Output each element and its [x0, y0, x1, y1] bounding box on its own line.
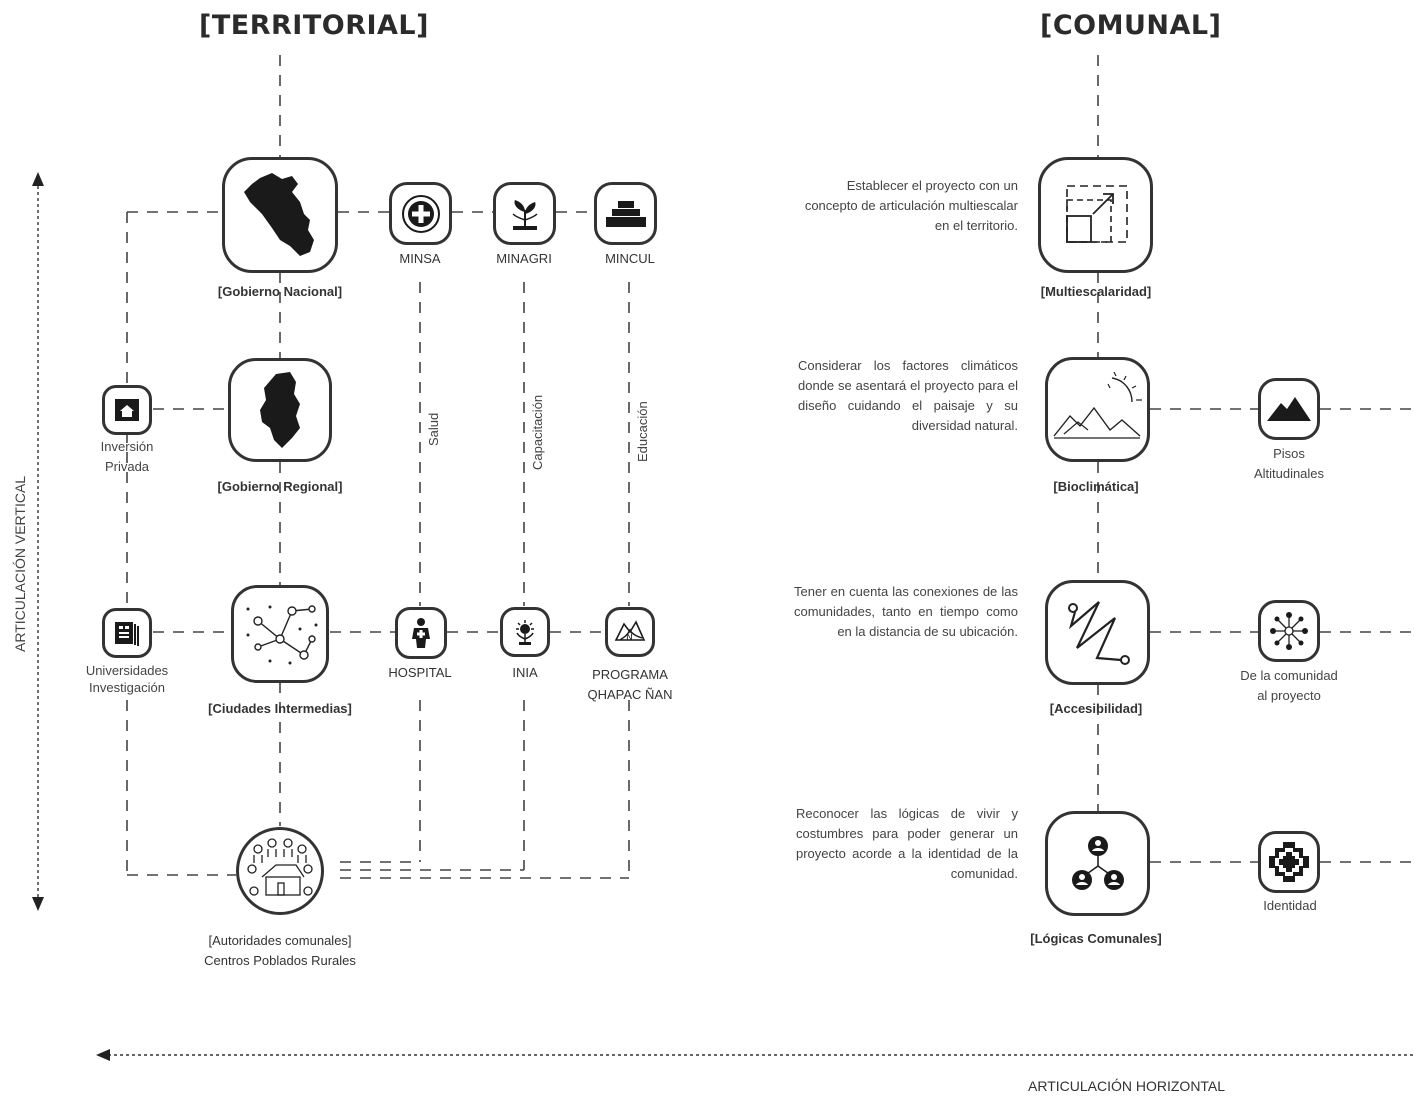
books-icon [115, 622, 139, 646]
pisos-label-line1: Pisos [1273, 446, 1305, 461]
minagri-node [493, 182, 556, 245]
programa-label-line1: PROGRAMA [592, 667, 668, 682]
logicas-comunales-label: [Lógicas Comunales] [1030, 931, 1162, 946]
capacitacion-label: Capacitación [530, 392, 545, 472]
territorial-heading: [TERRITORIAL] [199, 10, 429, 41]
mincul-node [594, 182, 657, 245]
people-network-icon [1071, 835, 1124, 890]
health-cross-icon [401, 194, 440, 233]
sun-mountains-icon [1052, 371, 1142, 439]
comunal-heading: [COMUNAL] [1040, 10, 1222, 41]
autoridades-label-line2: Centros Poblados Rurales [204, 953, 356, 968]
plant-icon [511, 199, 538, 230]
minsa-label: MINSA [399, 251, 441, 266]
minagri-label: MINAGRI [496, 251, 552, 266]
andean-cross-icon [1269, 842, 1309, 882]
inversion-label-line1: Inversión [100, 439, 154, 454]
comunidad-proyecto-label: De la comunidad al proyecto [1224, 666, 1354, 706]
autoridades-label: [Autoridades comunales] Centros Poblados… [180, 931, 380, 971]
monument-icon [605, 200, 646, 227]
bank-icon [115, 399, 139, 421]
hospital-node [395, 607, 447, 659]
gobierno-regional-label: [Gobierno Regional] [217, 479, 343, 494]
accesibilidad-description: Tener en cuenta las conexiones de las co… [794, 584, 1018, 639]
peru-map-icon [244, 173, 314, 256]
inversion-privada-label: Inversión Privada [82, 437, 172, 477]
comunidad-proyecto-node [1258, 600, 1320, 662]
programa-qhapac-node: Ñ [605, 607, 655, 657]
city-network-icon [246, 605, 318, 665]
universidades-label-line1: Universidades [85, 663, 169, 678]
universidades-label: Universidades Investigación [70, 662, 184, 696]
ciudades-intermedias-label: [Ciudades Intermedias] [208, 701, 352, 716]
pisos-altitudinales-label: Pisos Altitudinales [1234, 444, 1344, 484]
bioclimatica-label: [Bioclimática] [1053, 479, 1139, 494]
accesibilidad-label: [Accesibilidad] [1049, 701, 1143, 716]
inversion-label-line2: Privada [104, 459, 150, 474]
pisos-label-line2: Altitudinales [1253, 466, 1325, 481]
multiescalaridad-description: Establecer el proyecto con un concepto d… [804, 178, 1018, 233]
universidades-label-line2: Investigación [89, 680, 165, 695]
universidades-node [102, 608, 152, 658]
sprout-icon [516, 620, 534, 645]
autoridades-comunales-node [236, 827, 324, 915]
gobierno-nacional-node [222, 157, 338, 273]
pisos-altitudinales-node [1258, 378, 1320, 440]
multiescalaridad-node [1038, 157, 1153, 273]
mountain-path-icon: Ñ [614, 620, 646, 643]
zigzag-route-icon [1067, 600, 1130, 665]
salud-label: Salud [426, 410, 441, 448]
identidad-label: Identidad [1263, 898, 1317, 913]
mountain-icon [1267, 397, 1311, 421]
programa-label-line2: QHAPAC ÑAN [587, 687, 673, 702]
identidad-node [1258, 831, 1320, 893]
accesibilidad-node [1045, 580, 1150, 685]
mincul-label: MINCUL [605, 251, 655, 266]
vertical-axis-label: ARTICULACIÓN VERTICAL [12, 475, 28, 652]
svg-text:Ñ: Ñ [626, 632, 633, 643]
person-icon [412, 618, 430, 648]
logicas-description: Reconocer las lógicas de vivir y costumb… [796, 806, 1018, 881]
gobierno-nacional-label: [Gobierno Nacional] [217, 284, 343, 299]
programa-label: PROGRAMA QHAPAC ÑAN [575, 665, 685, 705]
minsa-node [389, 182, 452, 245]
comunidad-label-line2: al proyecto [1257, 688, 1321, 703]
bioclimatica-node [1045, 357, 1150, 462]
horizontal-axis-label: ARTICULACIÓN HORIZONTAL [1028, 1078, 1226, 1094]
community-village-icon [247, 838, 313, 896]
multiescalaridad-label: [Multiescalaridad] [1040, 284, 1152, 299]
autoridades-label-line1: [Autoridades comunales] [208, 933, 352, 948]
inia-node [500, 607, 550, 657]
scale-squares-icon [1065, 185, 1128, 243]
logicas-comunales-node [1045, 811, 1150, 916]
ciudades-intermedias-node [231, 585, 329, 683]
region-map-icon [260, 372, 300, 448]
network-hub-icon [1270, 612, 1308, 650]
gobierno-regional-node [228, 358, 332, 462]
inversion-privada-node [102, 385, 152, 435]
educacion-label: Educación [635, 399, 650, 464]
bioclimatica-description: Considerar los factores climáticos donde… [798, 358, 1018, 433]
comunidad-label-line1: De la comunidad [1240, 668, 1338, 683]
hospital-label: HOSPITAL [388, 665, 452, 680]
inia-label: INIA [512, 665, 538, 680]
